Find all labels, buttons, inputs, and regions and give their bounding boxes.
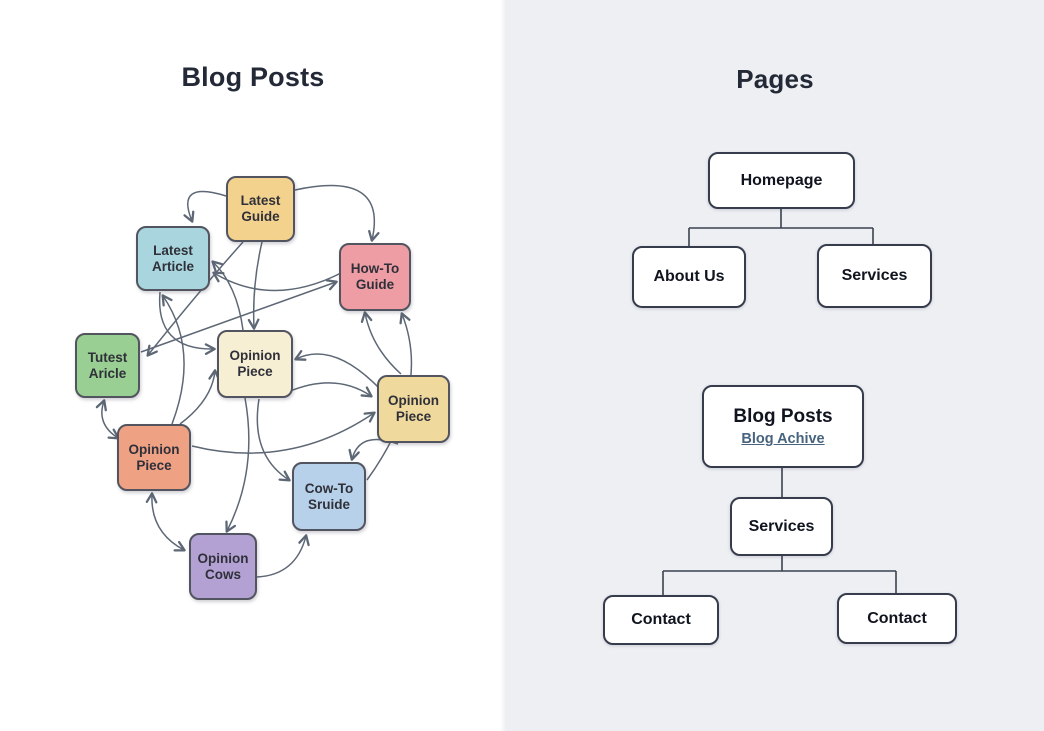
edge-arrow-6 (211, 260, 244, 331)
node-label-line: Piece (237, 364, 273, 379)
edge-arrow-8 (294, 350, 380, 389)
node-label-line: Opinion (388, 393, 439, 409)
edge-arrow-20 (256, 534, 310, 578)
edge-arrow-5 (140, 279, 338, 353)
page-box-label: Services (841, 267, 908, 284)
node-label-line: Article (151, 258, 195, 274)
page-box-homepage: Homepage (708, 152, 855, 209)
edge-arrow-17 (95, 399, 120, 440)
page-box-label: Contact (631, 611, 691, 628)
node-label-line: Opinion (229, 348, 281, 364)
page-box-services-mid: Services (730, 497, 833, 556)
edge-arrow-11 (287, 382, 373, 398)
blog-achive-link[interactable]: Blog Achive (741, 431, 825, 447)
edge-arrow-12 (191, 411, 376, 454)
page-box-label: Blog Posts (733, 406, 833, 427)
edge-arrow-19 (225, 397, 250, 533)
page-box-label: Contact (867, 609, 927, 627)
edge-arrow-13 (360, 311, 402, 375)
page-box-contact-left: Contact (603, 595, 719, 645)
node-label-line: Aricle (88, 365, 127, 381)
edge-arrow-0 (183, 190, 227, 223)
edge-arrow-9 (179, 369, 221, 425)
node-label-line: Guide (241, 209, 280, 224)
node-label-line: Piece (136, 457, 172, 473)
node-label-line: Sruide (307, 496, 350, 512)
node-label-line: Cow-To (304, 480, 354, 496)
page-box-label: Services (748, 517, 815, 535)
pages-tree-connectors (662, 209, 897, 595)
node-label-line: Guide (355, 277, 395, 292)
node-label-line: Piece (395, 409, 432, 424)
edge-arrow-4 (212, 271, 342, 292)
edge-arrow-15 (256, 398, 291, 482)
page-box-services-top: Services (817, 244, 932, 308)
node-label-line: How-To (350, 261, 400, 277)
edge-arrow-10 (158, 291, 216, 356)
node-label-line: Cows (204, 566, 241, 582)
page-box-about-us: About Us (632, 246, 746, 308)
node-label-line: Opinion (128, 441, 180, 457)
edge-arrow-3 (247, 241, 263, 330)
page-box-label: Homepage (740, 171, 823, 189)
page-box-label: About Us (653, 268, 725, 285)
page-box-contact-right: Contact (837, 593, 957, 644)
node-label-line: Opinion (197, 550, 249, 566)
blog-posts-arrows (95, 184, 413, 578)
blog-posts-title: Blog Posts (181, 62, 325, 92)
node-label-line: Tutest (87, 349, 128, 365)
edge-arrow-2 (146, 241, 244, 357)
edge-arrow-1 (294, 184, 380, 242)
pages-title: Pages (736, 64, 814, 94)
edge-arrow-18 (145, 492, 186, 552)
node-label-line: Latest (153, 242, 193, 258)
node-label-line: Latest (240, 193, 281, 209)
edge-arrow-7 (161, 294, 185, 425)
